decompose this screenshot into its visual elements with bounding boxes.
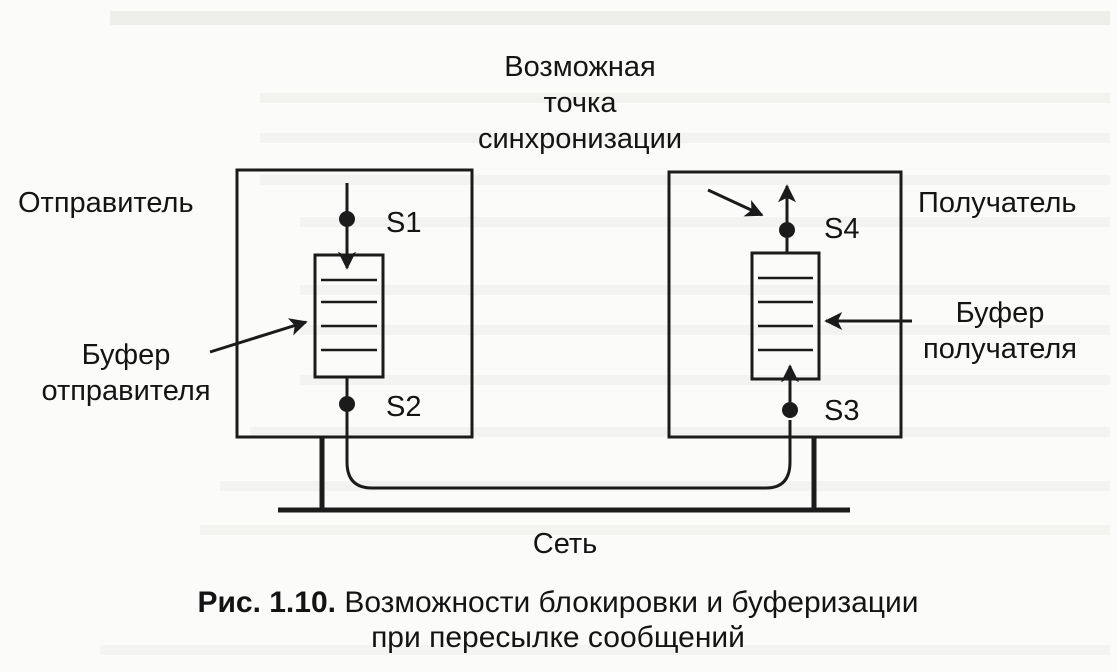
sync-point-pointer — [707, 188, 764, 217]
sender-buffer-pointer — [209, 318, 308, 354]
network-message-path — [345, 412, 792, 490]
figure-caption-line2: при пересылке сообщений — [371, 621, 745, 654]
s1-point — [339, 211, 355, 227]
figure-number: Рис. 1.10. — [197, 586, 336, 619]
sync-label-line2: точка — [543, 87, 617, 119]
receiver-label: Получатель — [918, 187, 1077, 219]
s3-point — [782, 402, 798, 418]
s2-point — [339, 396, 355, 412]
sender-buffer-label-line2: отправителя — [41, 375, 210, 407]
s3-label: S3 — [824, 395, 859, 427]
network-label: Сеть — [533, 528, 598, 560]
sender-label: Отправитель — [18, 187, 194, 219]
sender-buffer-label-line1: Буфер — [82, 339, 171, 371]
sync-label-line1: Возможная — [504, 51, 655, 83]
sender-box — [235, 168, 474, 439]
receiver-buffer-label-line2: получателя — [923, 333, 1077, 365]
s4-point — [779, 222, 795, 238]
s4-label: S4 — [824, 213, 859, 245]
s1-label: S1 — [386, 207, 421, 239]
receiver-box — [667, 170, 903, 439]
figure-caption-line1: Рис. 1.10. Возможности блокировки и буфе… — [197, 586, 918, 619]
receiver-buffer-label-line1: Буфер — [956, 297, 1045, 329]
s2-label: S2 — [386, 391, 421, 423]
sync-label-line3: синхронизации — [478, 123, 682, 155]
caption-text-line1: Возможности блокировки и буферизации — [344, 586, 918, 619]
